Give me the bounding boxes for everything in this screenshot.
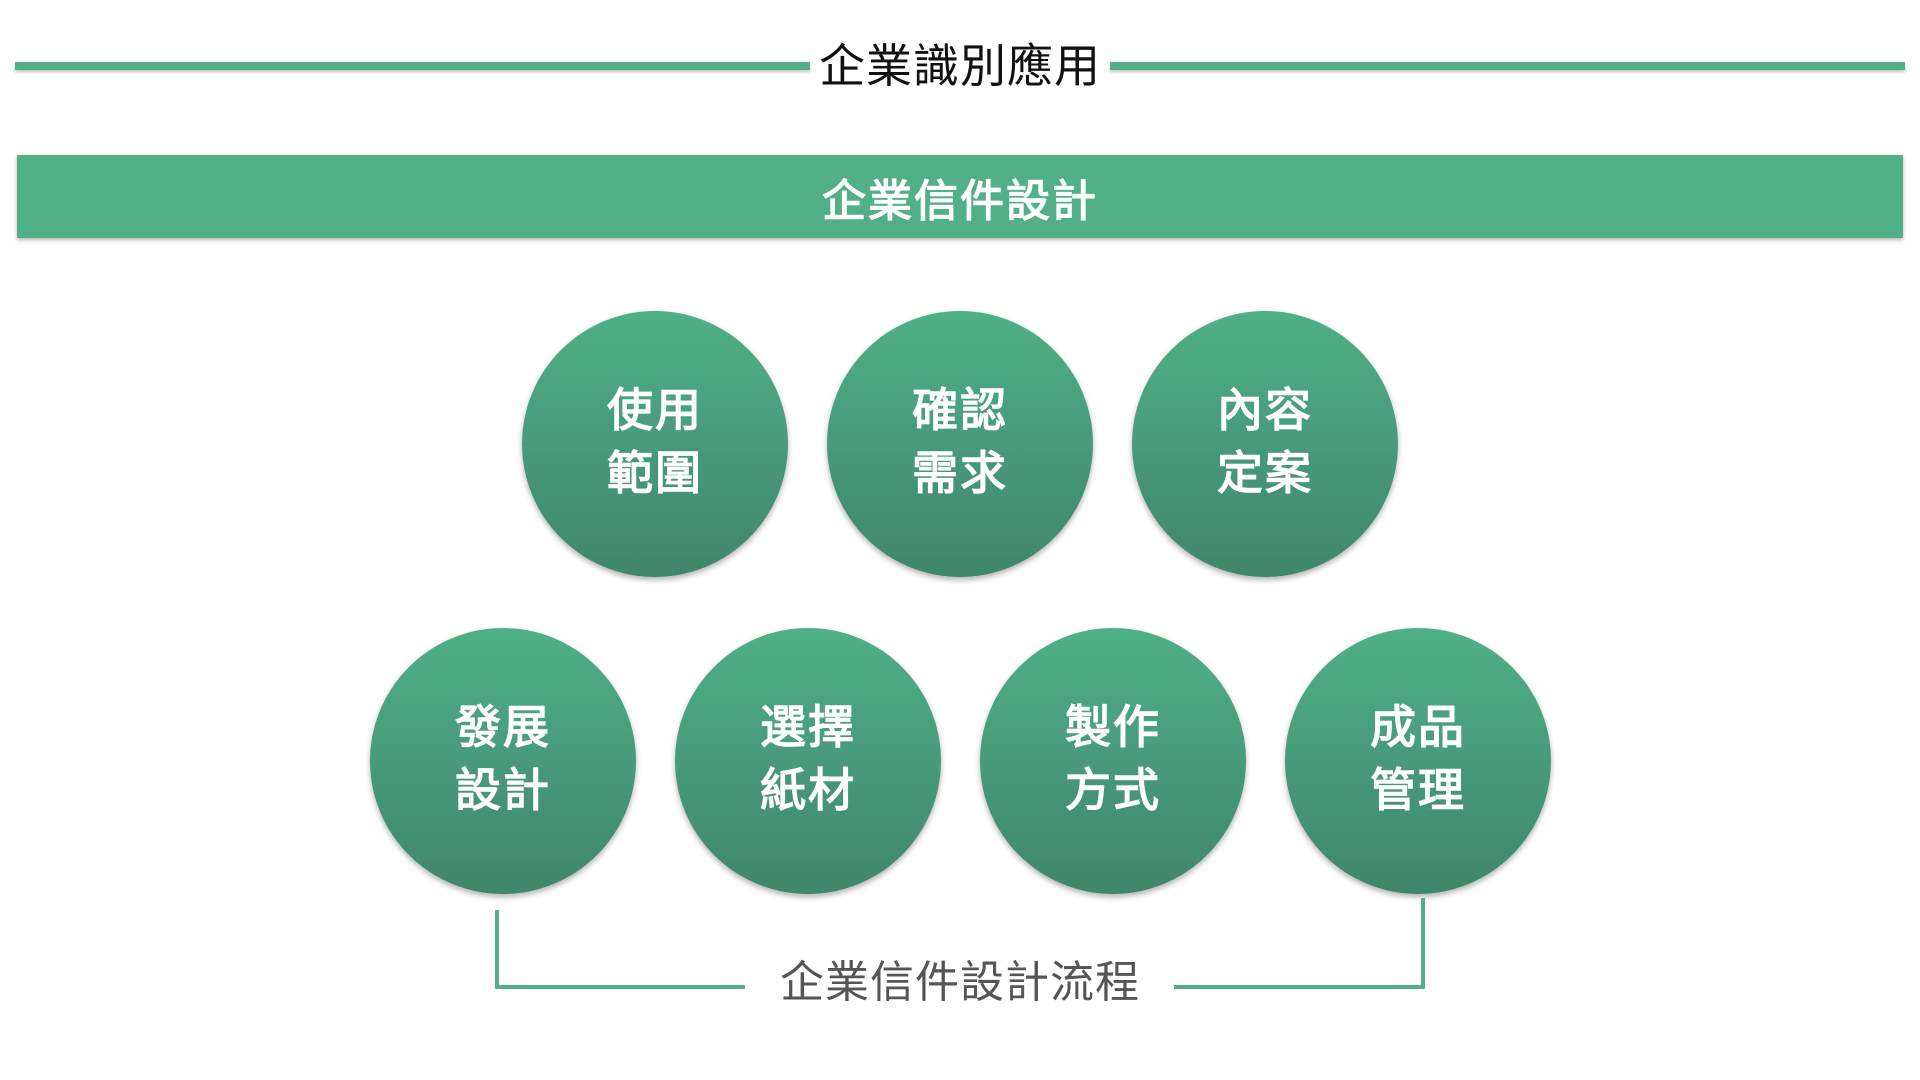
step-label-line2: 定案 — [1217, 446, 1313, 500]
header-rule-right — [1110, 62, 1905, 70]
page-title: 企業識別應用 — [819, 39, 1101, 93]
step-label-line2: 紙材 — [760, 763, 856, 817]
process-label: 企業信件設計流程 — [780, 957, 1140, 1008]
header-rule-left — [15, 62, 810, 70]
step-label-line2: 管理 — [1370, 763, 1466, 817]
bracket-right-vertical — [1421, 898, 1425, 989]
step-label-line1: 成品 — [1370, 700, 1466, 754]
step-label-line2: 範圍 — [607, 446, 703, 500]
step-choose-paper[interactable]: 選擇 紙材 — [675, 628, 941, 894]
step-content-finalize[interactable]: 內容 定案 — [1132, 311, 1398, 577]
section-banner: 企業信件設計 — [17, 155, 1903, 238]
bracket-left-vertical — [495, 910, 499, 989]
step-label-line1: 選擇 — [760, 700, 856, 754]
banner-title: 企業信件設計 — [822, 175, 1098, 227]
step-develop-design[interactable]: 發展 設計 — [370, 628, 636, 894]
step-product-management[interactable]: 成品 管理 — [1285, 628, 1551, 894]
step-production-method[interactable]: 製作 方式 — [980, 628, 1246, 894]
step-label-line2: 設計 — [455, 763, 551, 817]
step-usage-scope[interactable]: 使用 範圍 — [522, 311, 788, 577]
bracket-right-horizontal — [1174, 985, 1425, 989]
bracket-left-horizontal — [495, 985, 745, 989]
step-label-line2: 需求 — [912, 446, 1008, 500]
step-confirm-requirements[interactable]: 確認 需求 — [827, 311, 1093, 577]
step-label-line1: 發展 — [455, 700, 551, 754]
step-label-line2: 方式 — [1065, 763, 1161, 817]
step-label-line1: 製作 — [1065, 700, 1161, 754]
step-label-line1: 使用 — [607, 383, 703, 437]
step-label-line1: 確認 — [912, 383, 1008, 437]
step-label-line1: 內容 — [1217, 383, 1313, 437]
